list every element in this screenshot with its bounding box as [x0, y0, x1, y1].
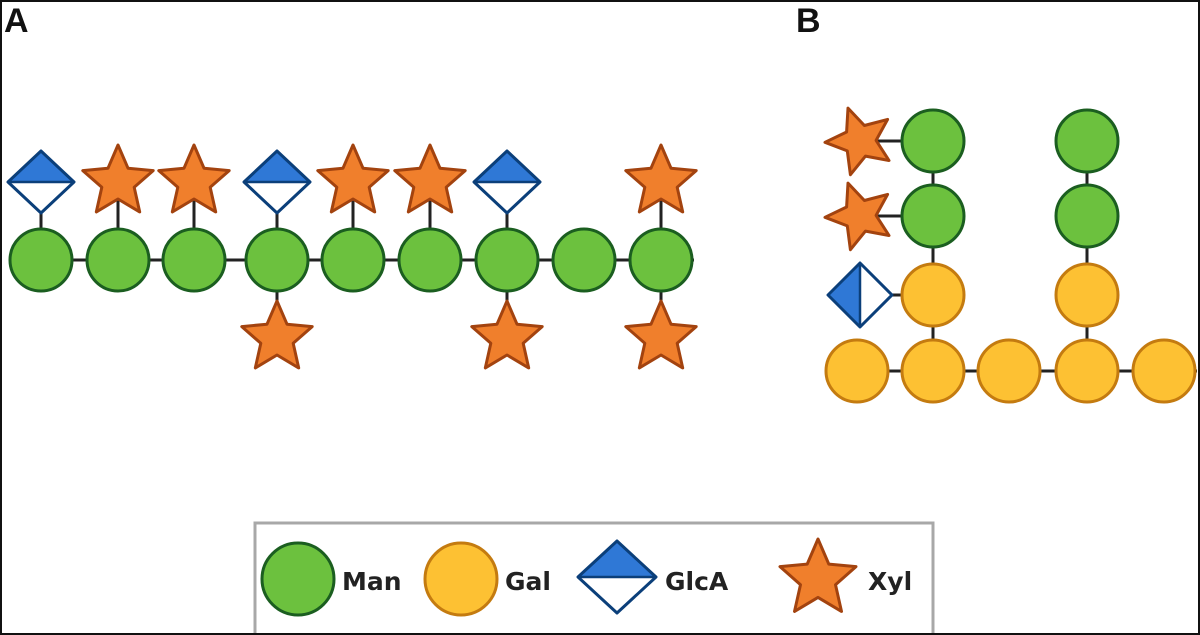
xylose-star: [778, 537, 858, 613]
xylose-star: [823, 181, 891, 252]
panel-a-label: A: [4, 2, 29, 40]
galactose-circle: [900, 338, 966, 404]
xylose-star: [240, 299, 314, 370]
galactose-circle: [1054, 338, 1120, 404]
galactose-circle: [1054, 262, 1120, 328]
glucuronic-acid-diamond: [6, 149, 76, 215]
galactose-circle: [423, 541, 499, 617]
mannose-circle: [628, 227, 694, 293]
mannose-circle: [8, 227, 74, 293]
mannose-circle: [474, 227, 540, 293]
mannose-circle: [260, 541, 336, 617]
panel-a-glucuronoxylomannan: [6, 143, 698, 370]
legend-item-glca: GlcA: [576, 539, 729, 615]
mannose-circle: [551, 227, 617, 293]
mannose-circle: [1054, 183, 1120, 249]
xylose-star: [316, 143, 390, 214]
mannose-circle: [397, 227, 463, 293]
legend: Man Gal GlcA Xyl: [253, 521, 935, 633]
legend-label-xyl: Xyl: [868, 567, 912, 596]
xylose-star: [81, 143, 155, 214]
galactose-circle: [900, 262, 966, 328]
galactose-circle: [976, 338, 1042, 404]
xylose-star: [624, 143, 698, 214]
xylose-star: [393, 143, 467, 214]
glucuronic-acid-diamond: [472, 149, 542, 215]
mannose-circle: [161, 227, 227, 293]
glucuronic-acid-diamond: [242, 149, 312, 215]
legend-item-gal: Gal: [423, 541, 551, 617]
legend-label-gal: Gal: [505, 567, 551, 596]
legend-item-xyl: Xyl: [778, 537, 912, 613]
mannose-circle: [900, 108, 966, 174]
mannose-circle: [244, 227, 310, 293]
galactose-circle: [824, 338, 890, 404]
mannose-circle: [320, 227, 386, 293]
galactose-circle: [1131, 338, 1197, 404]
mannose-circle: [85, 227, 151, 293]
legend-label-man: Man: [342, 567, 402, 596]
xylose-star: [157, 143, 231, 214]
legend-label-glca: GlcA: [665, 567, 729, 596]
xylose-star: [624, 299, 698, 370]
mannose-circle: [1054, 108, 1120, 174]
panel-b-glucuronoxylomannogalactan: [823, 106, 1197, 404]
xylose-star: [823, 106, 891, 177]
mannose-circle: [900, 183, 966, 249]
xylose-star: [470, 299, 544, 370]
glucuronic-acid-diamond: [576, 539, 658, 615]
legend-item-man: Man: [260, 541, 402, 617]
panel-b-label: B: [796, 2, 821, 40]
glucuronic-acid-diamond: [826, 261, 894, 329]
